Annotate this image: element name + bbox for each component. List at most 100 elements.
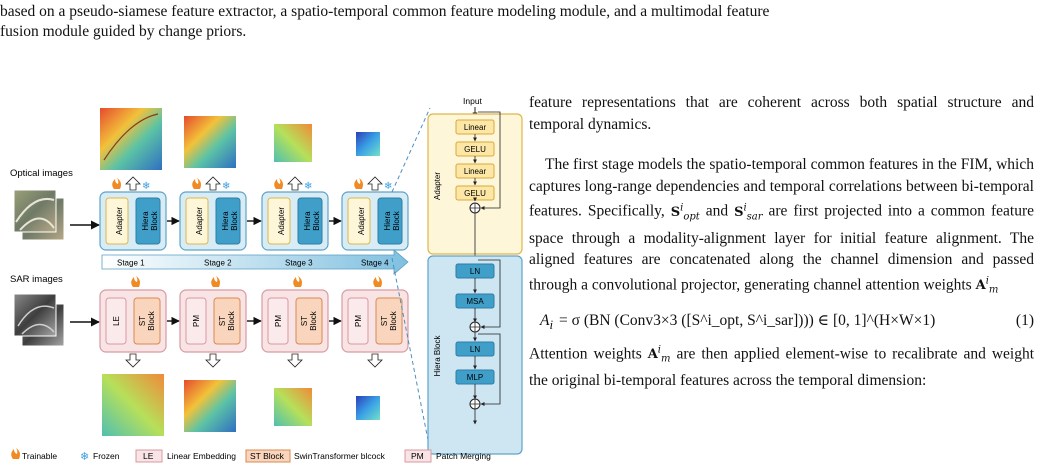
adapter-op-label: Linear	[464, 167, 487, 176]
flame-icon	[211, 276, 220, 287]
hiera-op-2: MSA	[455, 293, 495, 309]
legend-pm-key: PM	[411, 451, 424, 461]
st-block-label: STBlock	[300, 310, 318, 331]
flame-icon	[131, 276, 140, 287]
hiera-op-1: LN	[455, 263, 495, 279]
hiera-block-label: HieraBlock	[303, 210, 321, 231]
up-arrow-icon	[367, 176, 383, 191]
paragraph-2a: The first stage models the spatio-tempor…	[529, 156, 1034, 220]
flame-icon	[354, 178, 363, 189]
stage-2-label: Stage 2	[204, 259, 232, 268]
down-arrow-icon	[125, 353, 141, 368]
down-arrow-icon	[367, 353, 383, 368]
paragraph-2: The first stage models the spatio-tempor…	[529, 154, 1034, 301]
intro-line-1: based on a pseudo-siamese feature extrac…	[0, 3, 770, 20]
snowflake-icon: ❄	[222, 181, 230, 192]
adapter-detail-label: Adapter	[433, 172, 442, 200]
equation-1: Ai = σ (BN (Conv3×3 ([S^i_opt, S^i_sar])…	[529, 306, 1034, 336]
hiera-block-box	[215, 197, 241, 245]
adapter-label: Adapter	[195, 207, 204, 235]
optical-feature-maps	[100, 108, 380, 170]
down-arrow-icon	[205, 353, 221, 368]
pm-label: PM	[354, 315, 363, 327]
adapter-box	[185, 197, 209, 245]
hiera-op-label: MSA	[466, 297, 484, 306]
adapter-box	[105, 197, 129, 245]
sar-feature-maps	[102, 374, 380, 436]
paragraph-2b: and	[705, 202, 729, 220]
optical-image-stack	[13, 189, 65, 241]
intro-line-2: fusion module guided by change priors.	[0, 23, 247, 40]
flame-icon	[293, 276, 302, 287]
le-label: LE	[112, 316, 121, 326]
hiera-block-box	[297, 197, 323, 245]
legend-trainable: Trainable	[22, 451, 57, 461]
st-block-label: STBlock	[218, 310, 236, 331]
figure-legend: Trainable ❄ Frozen LE Linear Embedding S…	[11, 448, 491, 463]
sar-stage-3: PM STBlock	[261, 276, 342, 368]
pm-label: PM	[274, 315, 283, 327]
snowflake-icon: ❄	[304, 181, 312, 192]
legend-le-desc: Linear Embedding	[167, 451, 236, 461]
sar-images-label: SAR images	[10, 274, 63, 285]
symbol-s-opt: Siopt	[670, 202, 700, 223]
paragraph-3b: are then applied element-wise to recalib…	[529, 344, 1035, 390]
equation-rhs: = σ (BN (Conv3×3 ([S^i_opt, S^i_sar]))) …	[559, 311, 936, 329]
snowflake-icon: ❄	[142, 181, 150, 192]
st-block-box	[295, 297, 323, 345]
input-label: Input	[463, 96, 483, 106]
adapter-op-3: Linear	[455, 163, 495, 186]
le-box	[105, 297, 127, 345]
flame-icon	[112, 178, 121, 189]
hiera-op-3: LN	[455, 341, 495, 357]
paragraph-2c: are first projected into a common featur…	[529, 202, 1035, 294]
flame-icon	[274, 178, 283, 189]
st-block-box	[133, 297, 161, 345]
equation-number: (1)	[1015, 311, 1034, 329]
body-column: feature representations that are coheren…	[529, 92, 1034, 392]
paragraph-3: Attention weights Aim are then applied e…	[529, 340, 1034, 392]
hiera-block-box	[135, 197, 161, 245]
optical-stage-2: Adapter HieraBlock ❄	[179, 176, 262, 251]
sar-stage-2: PM STBlock	[179, 276, 262, 368]
legend-le-key: LE	[143, 451, 154, 461]
pm-box	[267, 297, 289, 345]
hiera-op-label: LN	[470, 267, 480, 276]
adapter-op-label: GELU	[464, 189, 486, 198]
stage-3-label: Stage 3	[285, 259, 313, 268]
st-block-box	[213, 297, 241, 345]
equation-lhs: Ai	[540, 311, 554, 332]
hiera-block-box	[377, 197, 403, 245]
hiera-block-label: HieraBlock	[221, 210, 239, 231]
hiera-op-4: MLP	[455, 369, 495, 385]
adapter-box	[347, 197, 371, 245]
up-arrow-icon	[287, 176, 303, 191]
symbol-a-m: Aim	[975, 276, 999, 296]
flame-icon	[11, 448, 20, 459]
legend-frozen: Frozen	[93, 451, 120, 461]
snowflake-icon: ❄	[80, 451, 89, 463]
stage-progress-bar: Stage 1 Stage 2 Stage 3 Stage 4	[101, 249, 409, 275]
adapter-op-label: Linear	[464, 123, 487, 132]
adapter-label: Adapter	[115, 207, 124, 235]
adapter-box	[267, 197, 291, 245]
pm-box	[347, 297, 369, 345]
hiera-op-label: MLP	[467, 373, 483, 382]
hiera-detail-label: Hiera Block	[433, 335, 442, 377]
adapter-label: Adapter	[357, 207, 366, 235]
adapter-op-2: GELU	[455, 141, 495, 164]
pm-label: PM	[192, 315, 201, 327]
pm-box	[185, 297, 207, 345]
hiera-op-label: LN	[470, 345, 480, 354]
flame-icon	[373, 276, 382, 287]
snowflake-icon: ❄	[384, 181, 392, 192]
legend-st-key: ST Block	[250, 451, 285, 461]
legend-pm-desc: Patch Merging	[436, 451, 491, 461]
paragraph-3a: Attention weights	[529, 344, 642, 362]
